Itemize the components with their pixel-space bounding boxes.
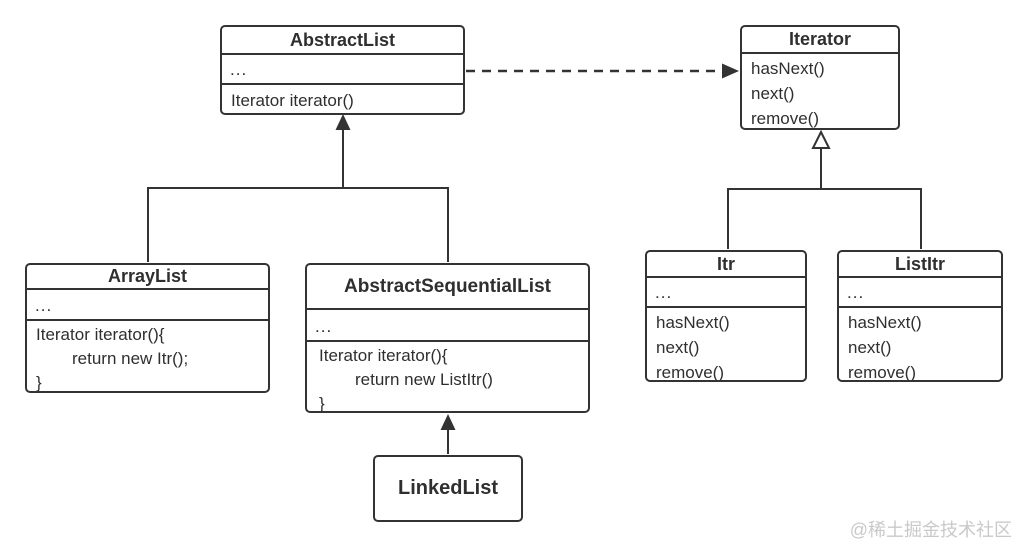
class-title-itr: Itr: [647, 252, 805, 278]
code-line: Iterator iterator(){: [319, 346, 448, 365]
inheritance-arrowhead-abstractsequentiallist: [440, 414, 456, 430]
code-line: return new Itr();: [72, 349, 189, 368]
class-title-abstractsequentiallist: AbstractSequentialList: [307, 265, 588, 310]
method-label: next(): [751, 84, 795, 103]
method-label: remove(): [656, 363, 725, 380]
method-label: remove(): [848, 363, 917, 380]
fields-ellipsis: ...: [27, 290, 268, 321]
realization-tree-right-line: [727, 188, 922, 249]
fields-ellipsis: ...: [647, 278, 805, 308]
class-box-iterator: Iterator hasNext() next() remove(): [740, 25, 900, 130]
class-box-itr: Itr ... hasNext() next() remove(): [645, 250, 807, 382]
class-box-linkedlist: LinkedList: [373, 455, 523, 522]
method-label: next(): [656, 338, 700, 357]
method-label: next(): [848, 338, 892, 357]
method-label: hasNext(): [848, 313, 922, 332]
class-title-listitr: ListItr: [839, 252, 1001, 278]
method-label: hasNext(): [656, 313, 730, 332]
realization-hollow-arrowhead-iterator: [811, 129, 831, 149]
class-box-abstractsequentiallist: AbstractSequentialList ... Iterator iter…: [305, 263, 590, 413]
code-line: }: [319, 394, 325, 411]
method-label: hasNext(): [751, 59, 825, 78]
fields-ellipsis: ...: [222, 55, 463, 85]
method-label: Iterator iterator(): [231, 91, 354, 110]
code-line: Iterator iterator(){: [36, 325, 165, 344]
inheritance-tree-left-line: [147, 187, 449, 262]
class-box-abstractlist: AbstractList ... Iterator iterator(): [220, 25, 465, 115]
fields-ellipsis: ...: [839, 278, 1001, 308]
fields-ellipsis: ...: [307, 310, 588, 342]
class-box-listitr: ListItr ... hasNext() next() remove(): [837, 250, 1003, 382]
class-title-abstractlist: AbstractList: [222, 27, 463, 55]
method-label: remove(): [751, 109, 820, 128]
code-line: }: [36, 373, 42, 391]
class-title-iterator: Iterator: [742, 27, 898, 54]
dependency-arrowhead-iterator: [722, 63, 739, 79]
class-box-arraylist: ArrayList ... Iterator iterator(){ retur…: [25, 263, 270, 393]
inheritance-arrowhead-abstractlist: [335, 114, 351, 130]
class-title-arraylist: ArrayList: [27, 265, 268, 290]
code-line: return new ListItr(): [355, 370, 493, 389]
watermark-text: @稀土掘金技术社区: [849, 520, 1012, 540]
class-title-linkedlist: LinkedList: [397, 477, 498, 499]
